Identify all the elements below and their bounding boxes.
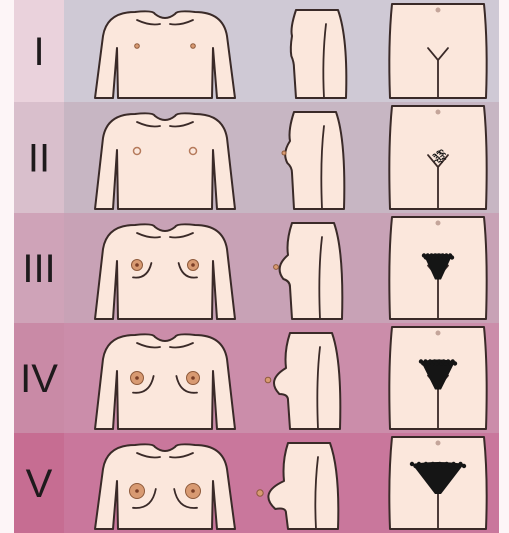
nipple: [191, 376, 195, 380]
nipple: [191, 263, 195, 267]
pelvis-front-icon: [389, 106, 486, 209]
nipple: [135, 489, 139, 493]
side-outline: [291, 10, 347, 98]
stage-row: I: [14, 0, 499, 102]
nipple: [282, 151, 286, 155]
stage-label: IV: [20, 357, 58, 401]
hair-tuft: [450, 255, 454, 259]
hair-tuft: [462, 464, 466, 468]
nipple: [274, 265, 279, 270]
stage-row: II: [14, 102, 499, 213]
nipple: [191, 489, 195, 493]
nipple: [265, 377, 271, 383]
nipple: [257, 490, 263, 496]
nipple: [135, 44, 140, 49]
nipple: [135, 376, 139, 380]
stage-label: II: [28, 137, 50, 181]
stage-row: V: [14, 433, 499, 533]
hair-tuft: [453, 361, 457, 365]
navel: [436, 110, 441, 115]
navel: [436, 221, 441, 226]
stage-label: III: [22, 247, 55, 291]
navel: [436, 8, 441, 13]
pelvis-front-icon: [389, 327, 486, 429]
pelvis-front-icon: [389, 437, 486, 529]
nipple: [134, 148, 141, 155]
stage-row: IV: [14, 323, 499, 433]
nipple: [135, 263, 139, 267]
pelvis-front-icon: [389, 4, 486, 98]
nipple: [191, 44, 196, 49]
nipple: [190, 148, 197, 155]
navel: [436, 331, 441, 336]
stage-label: V: [26, 462, 53, 506]
torso-side-icon: [291, 10, 347, 98]
navel: [436, 441, 441, 446]
stage-label: I: [33, 30, 44, 74]
side-outline: [285, 112, 344, 209]
pelvis-front-icon: [389, 217, 486, 319]
stage-row: III: [14, 213, 499, 323]
